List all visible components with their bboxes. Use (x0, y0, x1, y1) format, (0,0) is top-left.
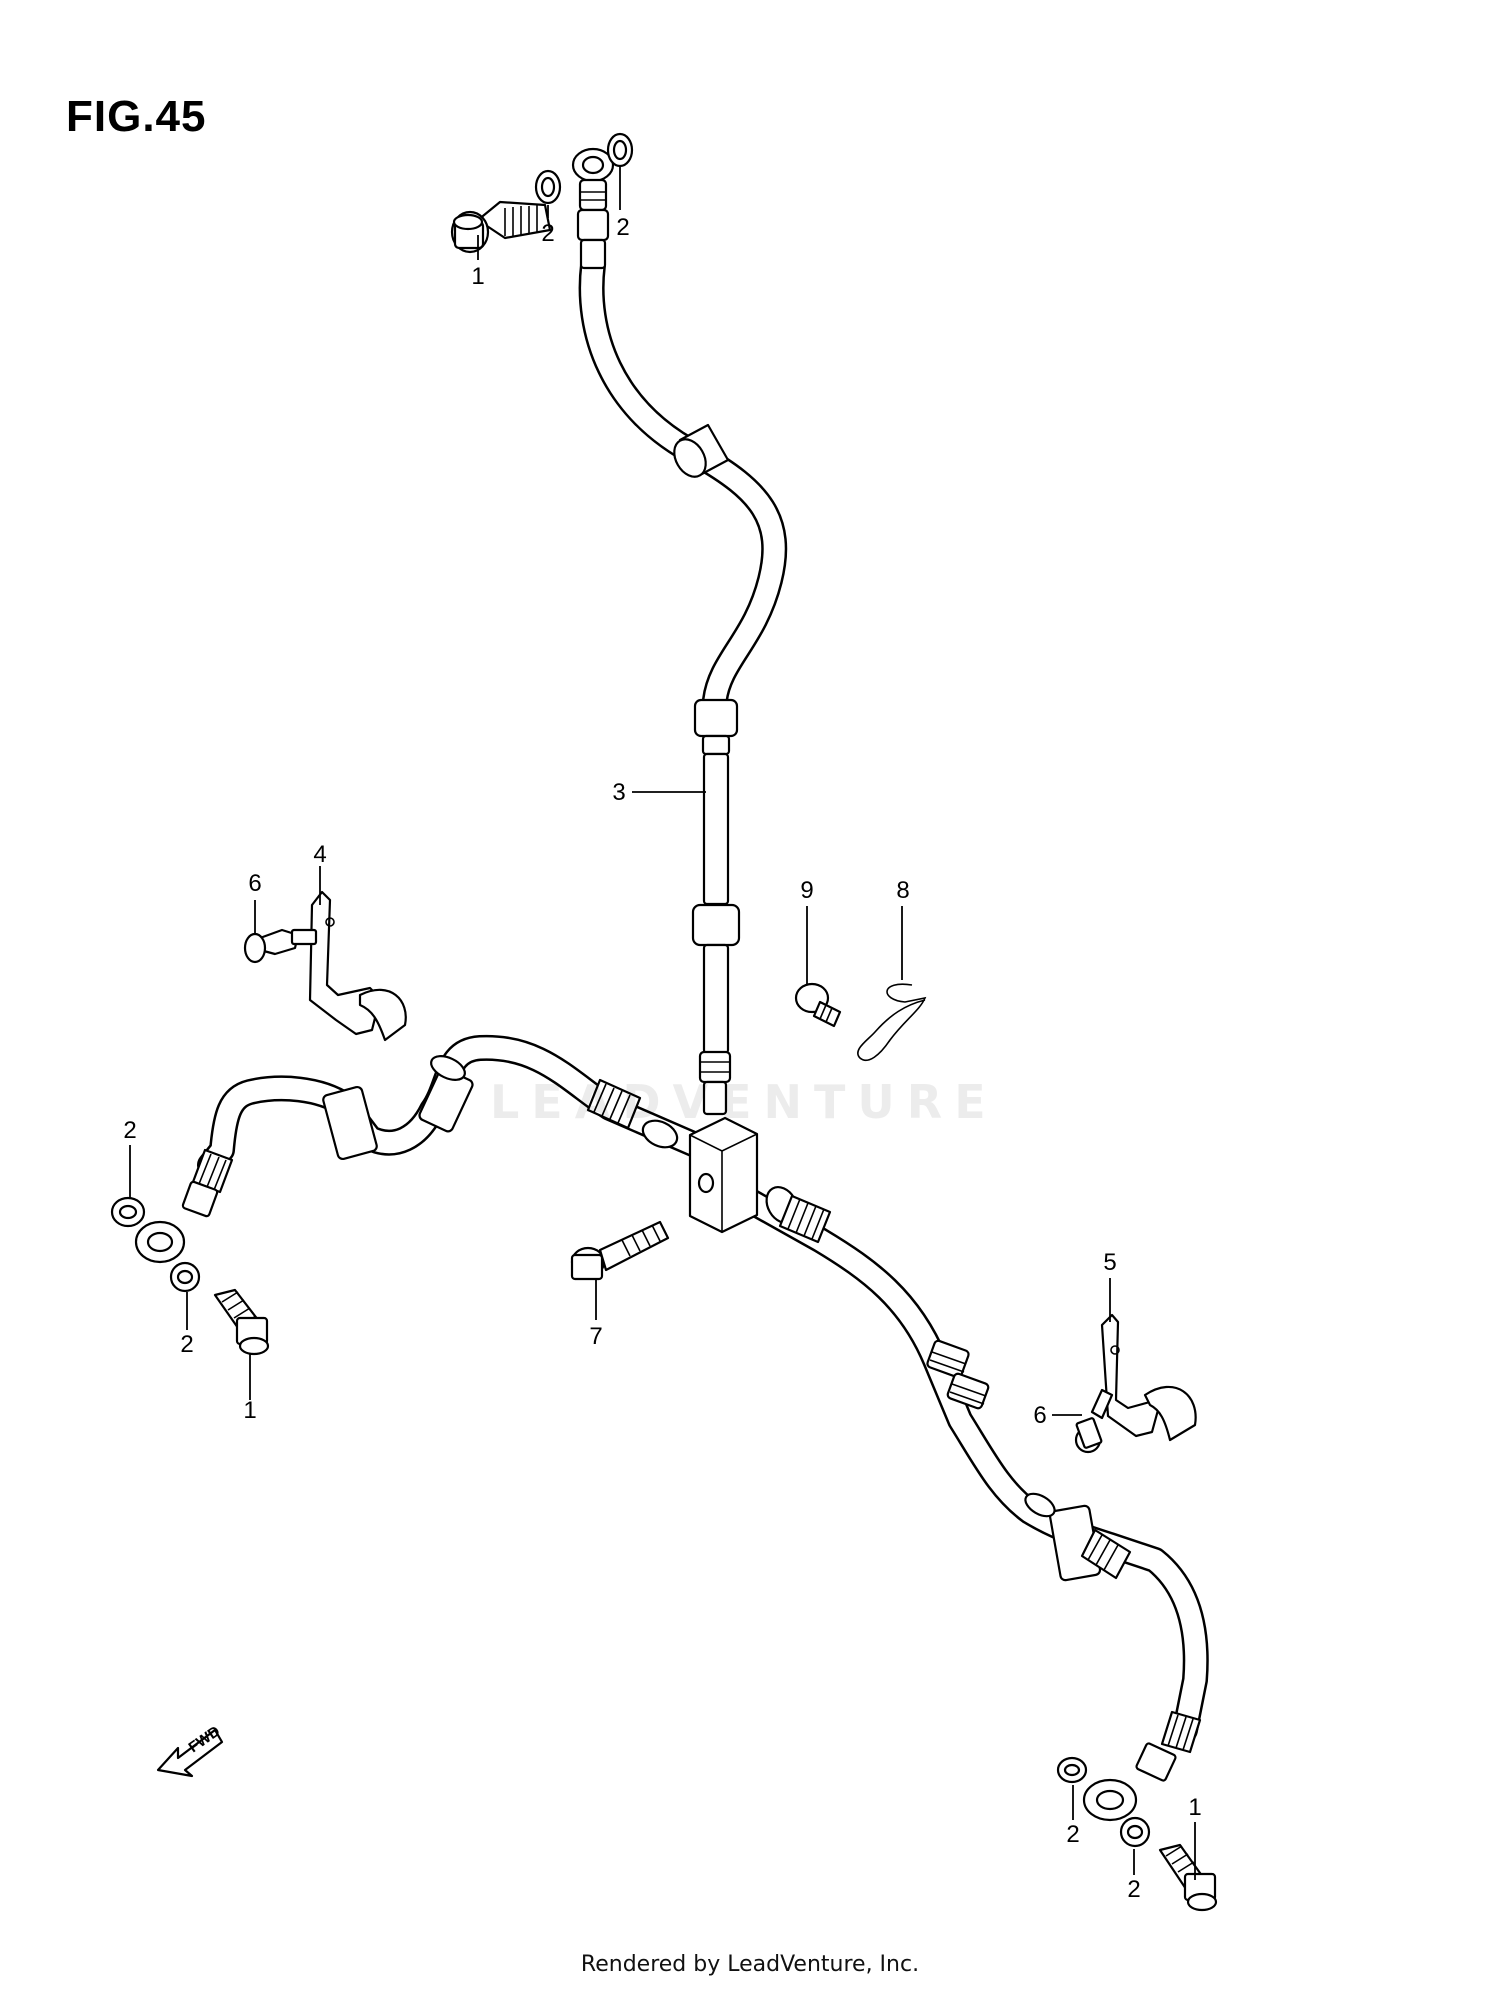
callout-label: 2 (1066, 1821, 1079, 1848)
watermark: LEADVENTURE (490, 1075, 998, 1129)
callout-label: 1 (1188, 1794, 1201, 1821)
callout-label: 2 (180, 1331, 193, 1358)
forward-direction-arrow: FWD (156, 1723, 223, 1778)
clip (857, 983, 927, 1062)
union-bolt-upper (450, 200, 552, 254)
callout-label: 2 (541, 220, 554, 247)
callout-label: 1 (243, 1397, 256, 1424)
callout-numbers: 1 2 2 3 4 6 9 8 2 2 1 7 5 6 2 2 1 (123, 214, 1201, 1903)
three-way-joint (688, 1116, 759, 1234)
washer-left-upper (110, 1196, 146, 1228)
callout-label: 2 (1127, 1876, 1140, 1903)
bolt-center (794, 982, 842, 1028)
callout-label: 9 (800, 877, 813, 904)
callout-label: 5 (1103, 1249, 1116, 1276)
washer-right-lower (1119, 1816, 1151, 1848)
callout-label: 6 (1033, 1402, 1046, 1429)
callout-label: 1 (471, 263, 484, 290)
callout-label: 8 (896, 877, 909, 904)
callout-label: 7 (589, 1323, 602, 1350)
washer-top-left (534, 169, 562, 205)
washer-top-right (606, 132, 634, 168)
hose-clamp-left (308, 890, 407, 1042)
callout-label: 3 (612, 779, 625, 806)
upper-brake-hose (571, 147, 788, 1116)
callout-label: 4 (313, 841, 326, 868)
callout-label: 2 (616, 214, 629, 241)
left-lower-brake-hose (134, 1034, 713, 1264)
bolt-right (1074, 1388, 1114, 1454)
bolt-left (243, 928, 318, 964)
right-hose-mid-threads (1080, 1528, 1132, 1580)
washer-right-upper (1056, 1756, 1088, 1784)
washer-left-lower (169, 1261, 201, 1293)
hose-clamp-right (1100, 1313, 1197, 1442)
right-lower-brake-hose (732, 1185, 1209, 1822)
figure-title: FIG.45 (66, 92, 207, 141)
right-hose-lower-threads (1135, 1710, 1202, 1782)
callout-leaders (129, 167, 1196, 1880)
right-hose-upper-threads (765, 1186, 832, 1244)
callout-label: 2 (123, 1117, 136, 1144)
left-hose-threaded-end (586, 1078, 679, 1149)
left-hose-lower-threads (181, 1148, 234, 1218)
footer-credit: Rendered by LeadVenture, Inc. (580, 1952, 920, 1977)
callout-label: 6 (248, 870, 261, 897)
joint-bolt (570, 1220, 670, 1281)
union-bolt-left (213, 1288, 270, 1356)
union-bolt-right (1158, 1843, 1218, 1912)
